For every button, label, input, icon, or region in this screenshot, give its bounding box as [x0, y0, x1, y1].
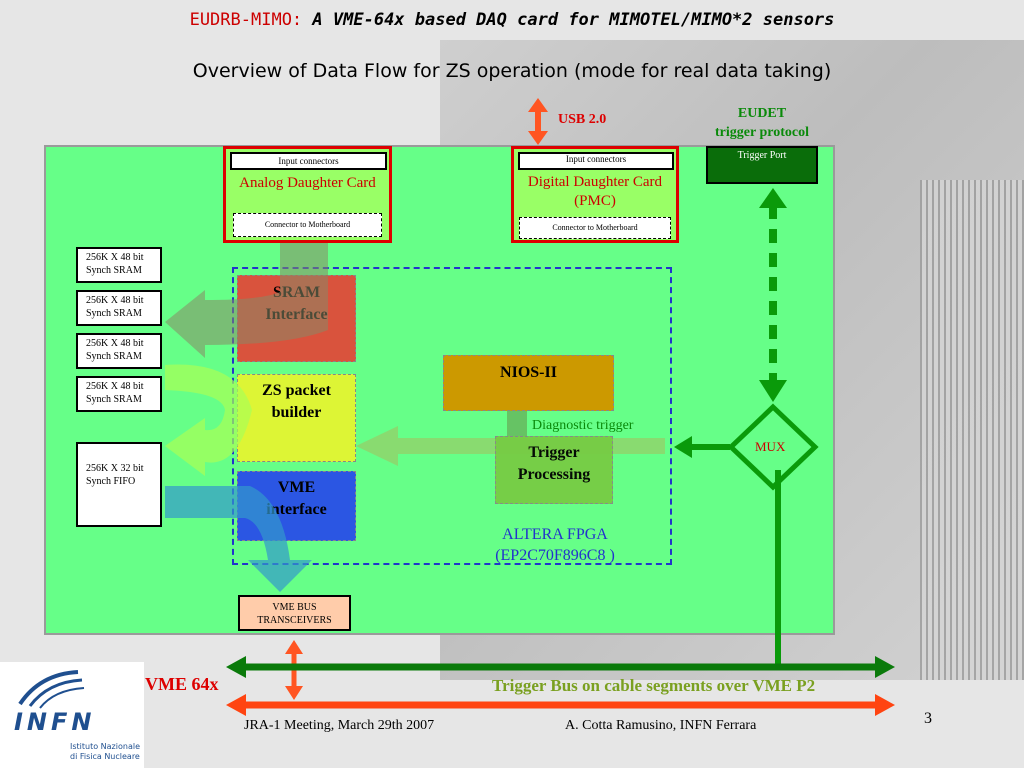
fpga-label: ALTERA FPGA (EP2C70F896C8 ) — [470, 524, 640, 566]
eudet-line1: EUDET — [737, 106, 787, 121]
footer-author: A. Cotta Ramusino, INFN Ferrara — [565, 718, 757, 733]
eudet-line2: trigger protocol — [715, 125, 809, 140]
sram-2-line2: Synch SRAM — [86, 308, 142, 319]
analog-daughter-card: Input connectors Analog Daughter Card Co… — [223, 146, 392, 243]
infn-line1: Istituto Nazionale — [70, 742, 140, 751]
sram-chip-4: 256K X 48 bit Synch SRAM — [76, 376, 162, 412]
zs-packet-builder-block: ZS packet builder — [237, 374, 356, 462]
digital-input-connectors: Input connectors — [518, 152, 674, 170]
analog-connector-to-motherboard: Connector to Motherboard — [233, 213, 382, 237]
analog-to-sram-flow-arrow — [165, 243, 328, 358]
vme-transceivers-line1: VME BUS — [272, 602, 317, 613]
infn-line2: di Fisica Nucleare — [70, 752, 140, 761]
slide-number: 3 — [924, 710, 932, 727]
fifo-line1: 256K X 32 bit — [86, 463, 144, 474]
title-main: A VME-64x based DAQ card for MIMOTEL/MIM… — [312, 10, 835, 30]
transceivers-arrowhead-up — [285, 640, 303, 654]
sram-chip-2: 256K X 48 bit Synch SRAM — [76, 290, 162, 326]
infn-logo-subtitle: Istituto Nazionale di Fisica Nucleare — [70, 742, 140, 762]
vme64x-right-arrowhead — [875, 694, 895, 716]
fifo-to-vme-flow-arrow — [165, 486, 312, 592]
vme-bus-arrowhead-down — [285, 686, 303, 700]
usb-double-arrow — [528, 98, 548, 145]
fifo-chip: 256K X 32 bit Synch FIFO — [76, 442, 162, 527]
vme-interface-line2: interface — [266, 501, 327, 518]
sram-chip-1: 256K X 48 bit Synch SRAM — [76, 247, 162, 283]
fpga-label-line2: (EP2C70F896C8 ) — [495, 547, 615, 564]
digital-card-name-line2: (PMC) — [574, 193, 616, 209]
sram-to-zs-flow-arrow — [165, 364, 252, 476]
diagnostic-trigger-label: Diagnostic trigger — [532, 418, 634, 433]
zs-packet-line1: ZS packet — [262, 382, 331, 399]
infn-logo-arcs-icon — [18, 670, 85, 709]
sram-1-line1: 256K X 48 bit — [86, 252, 144, 263]
trigger-processing-line1: Trigger — [528, 444, 580, 461]
vme-interface-line1: VME — [277, 479, 316, 496]
mux-label: MUX — [755, 439, 786, 454]
trigger-bus-right-arrowhead — [875, 656, 895, 678]
eudet-label: EUDET trigger protocol — [700, 104, 824, 142]
zs-packet-line2: builder — [271, 404, 322, 421]
analog-card-name: Analog Daughter Card — [239, 175, 376, 191]
sram-2-line1: 256K X 48 bit — [86, 295, 144, 306]
trigger-bus-label: Trigger Bus on cable segments over VME P… — [492, 676, 816, 695]
digital-card-name-line1: Digital Daughter Card — [527, 174, 663, 190]
nios-to-trigger-link — [507, 411, 527, 437]
mux-left-arrowhead — [674, 436, 692, 458]
background-connector-pins — [920, 180, 1024, 680]
slide-subtitle: Overview of Data Flow for ZS operation (… — [192, 60, 832, 82]
mux-top-arrowhead — [759, 380, 787, 402]
infn-logo: INFN Istituto Nazionale di Fisica Nuclea… — [0, 662, 144, 768]
usb-label: USB 2.0 — [558, 112, 607, 127]
trigger-processing-block: Trigger Processing — [495, 436, 613, 504]
digital-connector-to-motherboard: Connector to Motherboard — [519, 217, 671, 239]
nios-ii-block: NIOS-II — [443, 355, 614, 411]
trigger-processing-line2: Processing — [517, 466, 591, 483]
title-prefix: EUDRB-MIMO: — [189, 10, 303, 30]
analog-input-connectors: Input connectors — [230, 152, 387, 170]
vme-bus-transceivers: VME BUS TRANSCEIVERS — [238, 595, 351, 631]
vme-transceivers-line2: TRANSCEIVERS — [257, 615, 332, 626]
sram-3-line1: 256K X 48 bit — [86, 338, 144, 349]
sram-1-line2: Synch SRAM — [86, 265, 142, 276]
infn-logo-text: INFN — [14, 708, 96, 736]
sram-4-line2: Synch SRAM — [86, 394, 142, 405]
trigger-port-arrowhead — [759, 188, 787, 208]
mux-diamond — [727, 403, 819, 491]
sram-4-line1: 256K X 48 bit — [86, 381, 144, 392]
trigger-port: Trigger Port — [706, 146, 818, 184]
sram-chip-3: 256K X 48 bit Synch SRAM — [76, 333, 162, 369]
fpga-label-line1: ALTERA FPGA — [502, 526, 608, 543]
digital-daughter-card: Input connectors Digital Daughter Card (… — [511, 146, 679, 243]
slide-title: EUDRB-MIMO: A VME-64x based DAQ card for… — [0, 10, 1024, 30]
vme64x-label: VME 64x — [145, 674, 219, 694]
footer-meeting: JRA-1 Meeting, March 29th 2007 — [244, 718, 435, 733]
trigger-bus-left-arrowhead — [226, 656, 246, 678]
fifo-line2: Synch FIFO — [86, 476, 136, 487]
sram-3-line2: Synch SRAM — [86, 351, 142, 362]
vme64x-left-arrowhead — [226, 694, 246, 716]
